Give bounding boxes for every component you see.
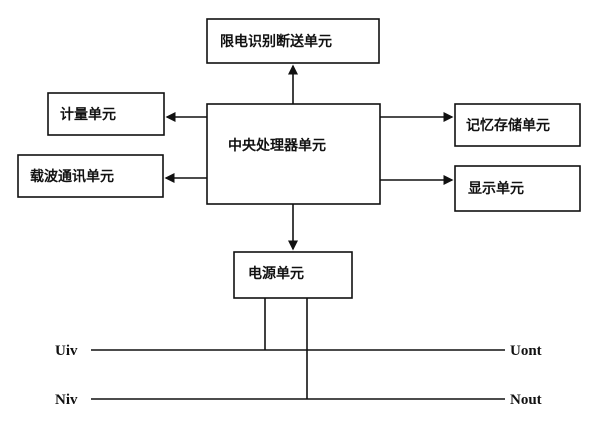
memory-unit-label: 记忆存储单元 [466, 117, 550, 134]
limit-unit-label: 限电识别断送单元 [220, 33, 332, 50]
display-unit-label: 显示单元 [468, 180, 524, 197]
cpu-unit-box [206, 103, 381, 205]
carrier-unit-label: 载波通讯单元 [30, 168, 114, 185]
display-unit-box [454, 165, 581, 212]
carrier-unit-box [17, 154, 164, 198]
niv-label: Niv [55, 392, 78, 408]
power-unit-box [233, 251, 353, 299]
carrier-unit-block: 载波通讯单元 [17, 154, 164, 198]
uiv-label: Uiv [55, 343, 78, 359]
limit-unit-box [206, 18, 380, 64]
limit-unit-block: 限电识别断送单元 [206, 18, 380, 64]
memory-unit-box [454, 103, 581, 147]
display-unit-block: 显示单元 [454, 165, 581, 212]
meter-unit-box [47, 92, 165, 136]
nout-label: Nout [510, 392, 542, 408]
meter-unit-label: 计量单元 [60, 106, 116, 123]
cpu-unit-label: 中央处理器单元 [228, 137, 326, 154]
power-unit-block: 电源单元 [233, 251, 353, 299]
cpu-unit-block: 中央处理器单元 [206, 103, 381, 205]
power-unit-label: 电源单元 [248, 265, 304, 282]
meter-unit-block: 计量单元 [47, 92, 165, 136]
uont-label: Uont [510, 343, 542, 359]
memory-unit-block: 记忆存储单元 [454, 103, 581, 147]
